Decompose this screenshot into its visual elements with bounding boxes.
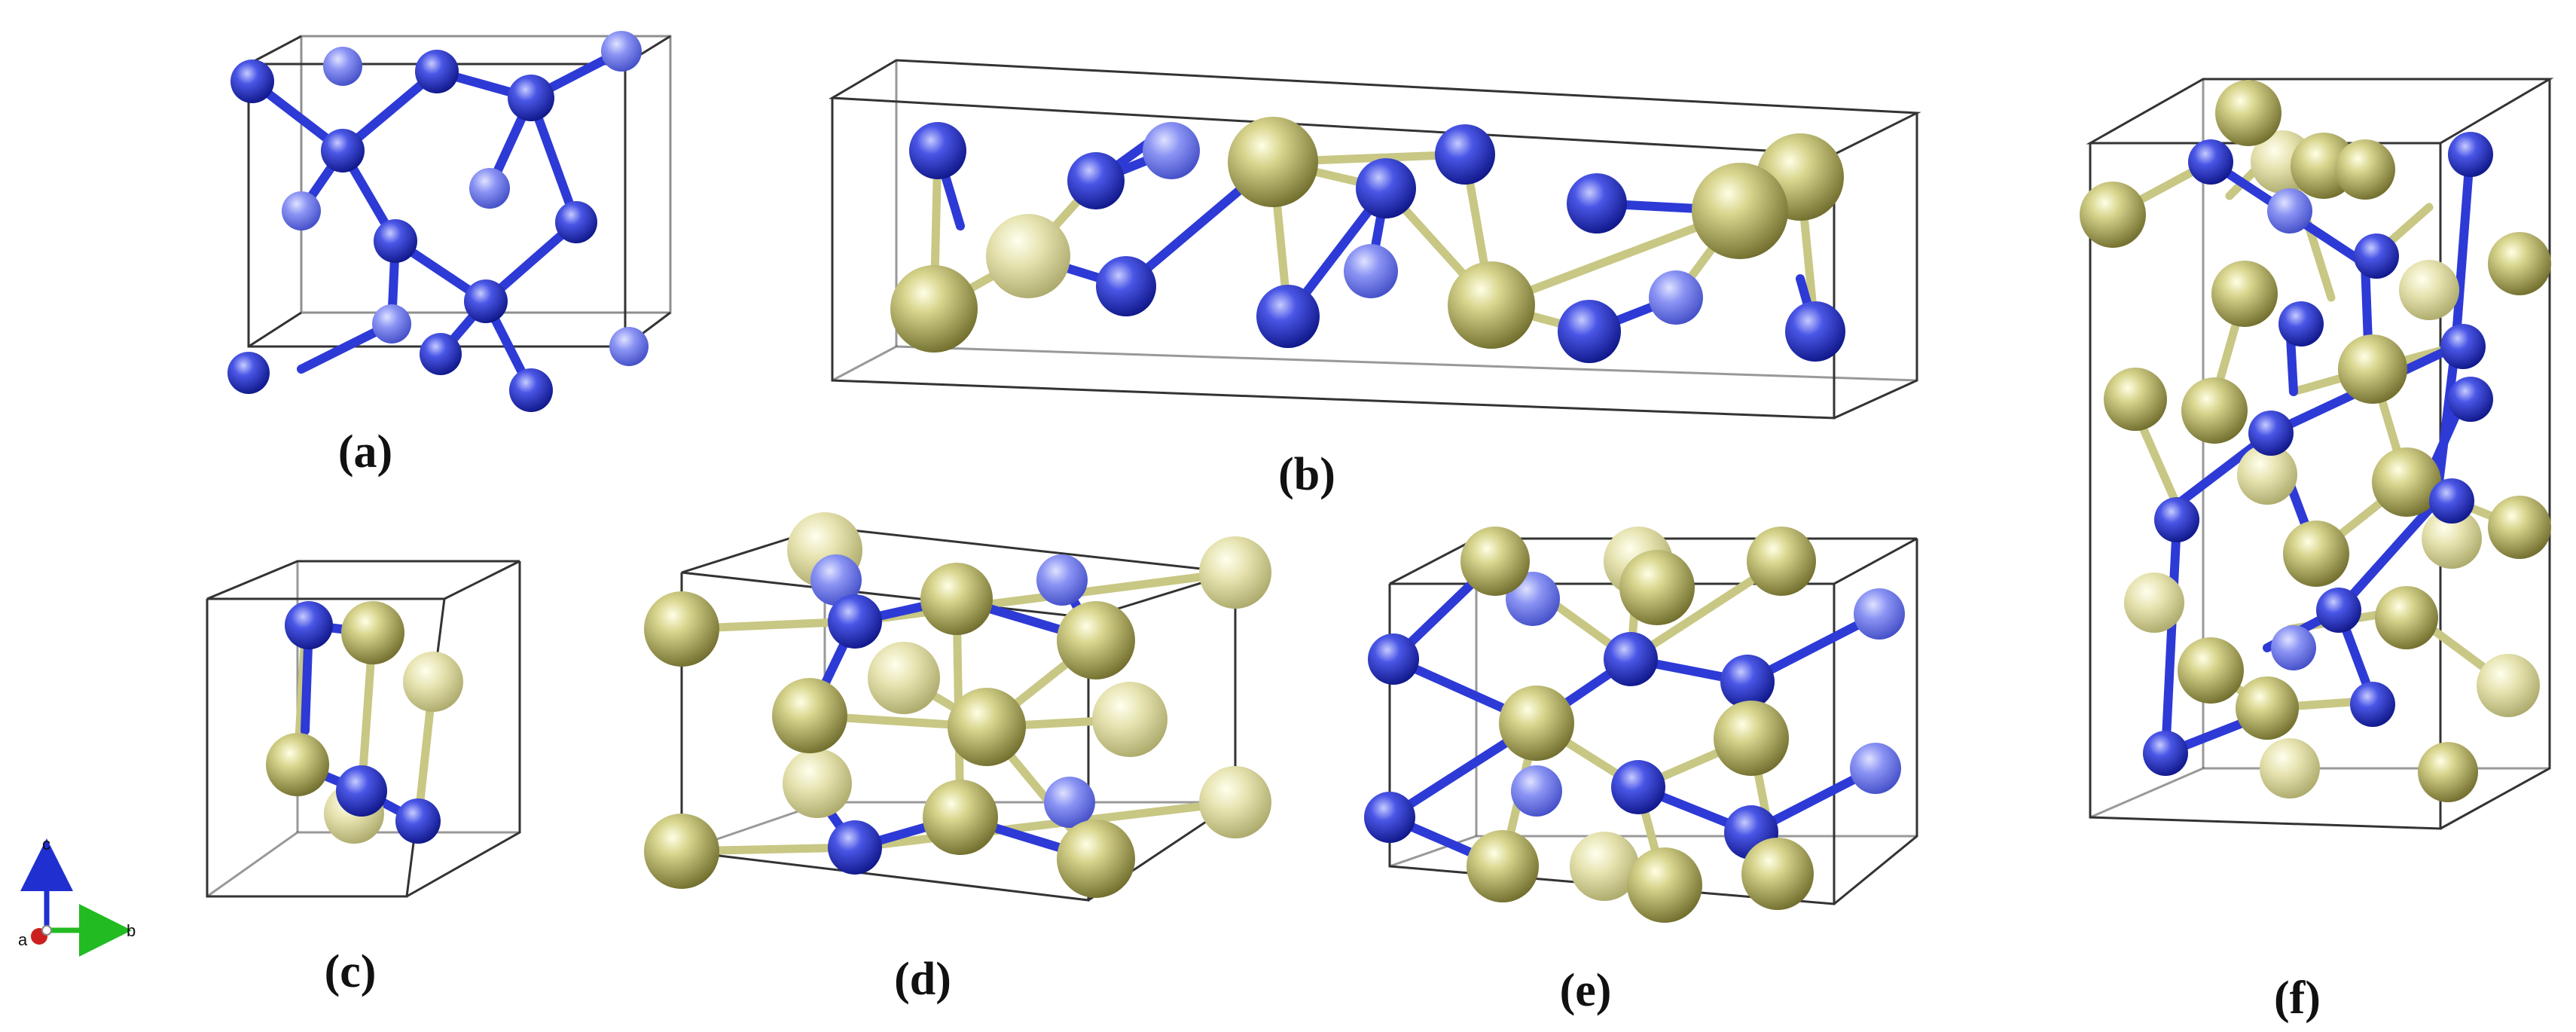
panel-c-structure: (c) [206,560,521,997]
panel-label-e: (e) [1560,965,1612,1016]
orientation-triad-icon: c b a [18,835,136,957]
panel-f-structure: (f) [2080,78,2554,1024]
atoms-b [890,117,1845,363]
panel-label-a: (a) [338,426,392,478]
panel-label-b: (b) [1278,449,1335,500]
atoms-a [227,31,649,412]
bonds-f [2108,142,2524,758]
panel-label-d: (d) [894,954,951,1005]
panel-a-structure: (a) [227,31,672,478]
atoms-d [644,512,1271,898]
axis-label-a: a [18,930,28,949]
panel-d-structure: (d) [644,512,1271,1005]
axis-label-b: b [127,921,136,940]
atoms-f [2080,80,2551,802]
panel-label-c: (c) [325,946,377,997]
atoms-c [266,601,463,844]
axis-origin [41,925,52,936]
panel-label-f: (f) [2274,972,2321,1024]
atoms-e [1364,527,1905,923]
panel-e-structure: (e) [1364,527,1918,1016]
unit-cell-b [828,59,1921,420]
axis-label-c: c [42,835,50,853]
panel-b-structure: (b) [828,59,1921,500]
